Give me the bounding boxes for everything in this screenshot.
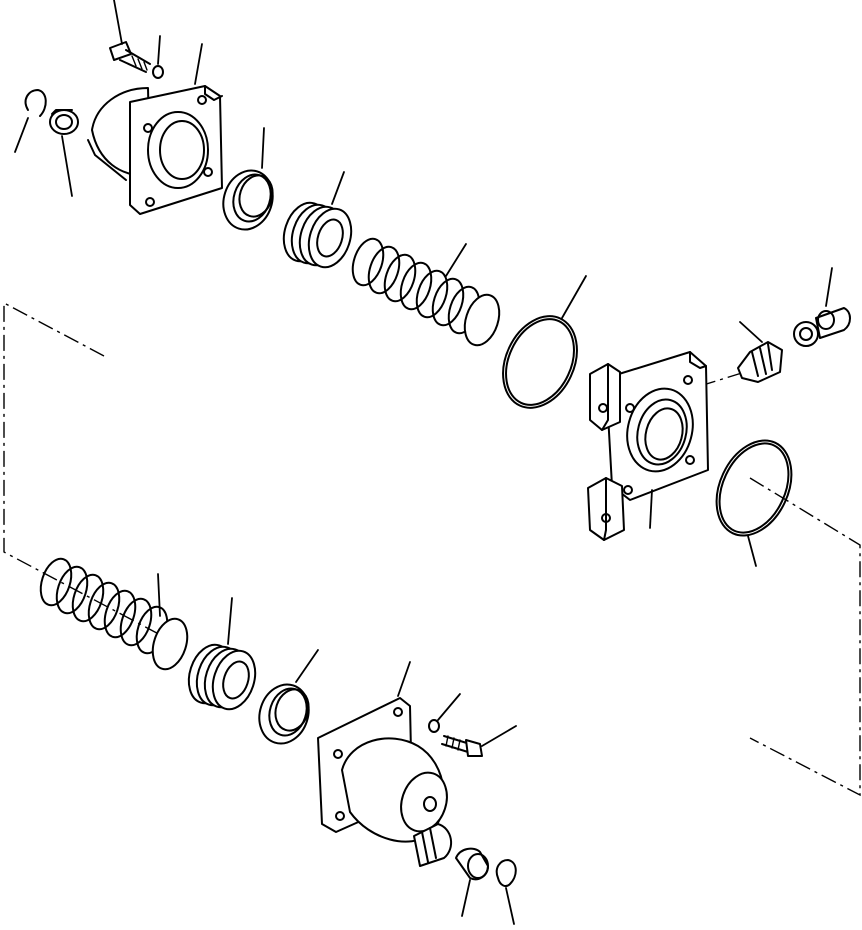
lower-washer	[428, 693, 461, 733]
upper-cover	[87, 43, 223, 215]
upper-bushing	[49, 109, 79, 197]
plug	[793, 267, 851, 347]
lower-bolt	[441, 725, 517, 757]
upper-o-ring	[502, 275, 587, 409]
assembly-outline	[3, 301, 861, 797]
right-o-ring	[715, 439, 793, 567]
fitting	[737, 321, 783, 383]
upper-spring	[351, 237, 501, 347]
lower-cover	[317, 661, 453, 867]
lower-spring	[39, 557, 189, 671]
upper-seal-ring	[222, 127, 274, 231]
upper-bolt	[109, 0, 151, 73]
lower-bushing	[455, 847, 489, 917]
lower-seal-ring	[258, 649, 319, 745]
upper-piston	[282, 171, 353, 269]
valve-body	[587, 351, 709, 541]
lower-retaining-ring	[495, 859, 517, 925]
upper-retaining-ring	[14, 89, 47, 153]
upper-washer	[152, 35, 164, 79]
lower-piston	[187, 597, 257, 711]
